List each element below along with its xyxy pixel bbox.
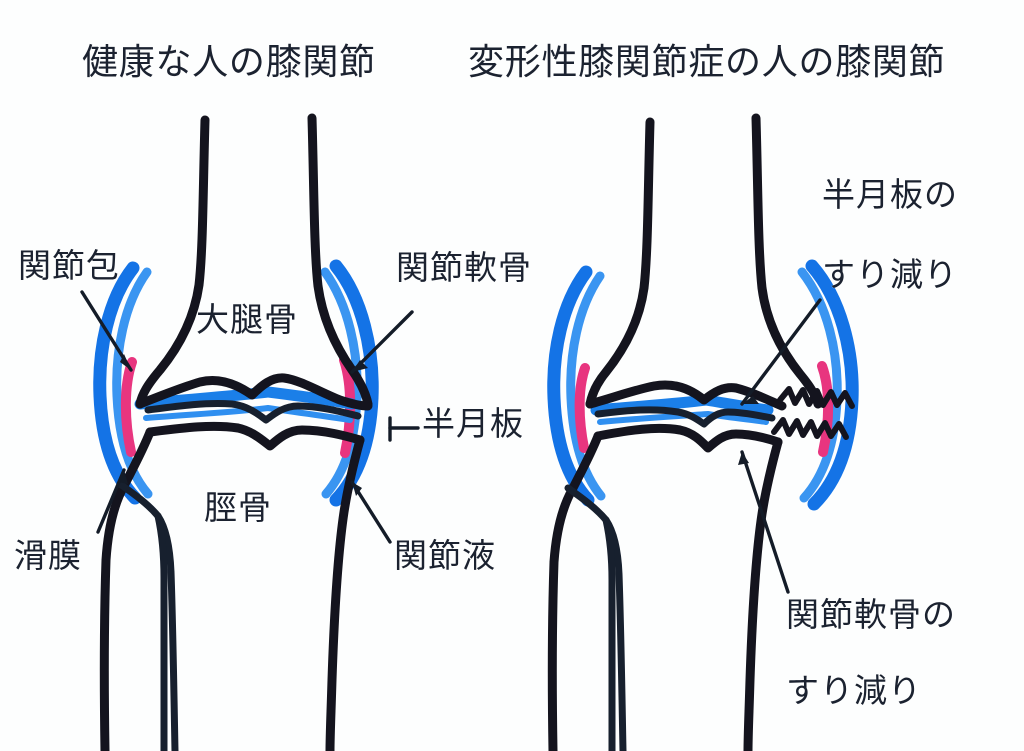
label-joint-capsule: 関節包 — [18, 249, 120, 285]
oa-fibula-shaft — [564, 484, 627, 751]
label-meniscus-wear-line1: 半月板の — [822, 178, 958, 214]
leader-meniscus-wear-arrowhead — [742, 396, 759, 404]
leader-meniscus-wear — [740, 298, 822, 406]
joint-capsule-left-arc — [93, 261, 142, 505]
label-tibia: 脛骨 — [204, 491, 272, 527]
oa-meniscus-remnant — [594, 406, 776, 428]
articular-cartilage-left — [120, 357, 137, 457]
oa-joint-fluid-band-lower — [597, 411, 769, 425]
fibula-shaft — [116, 480, 179, 751]
label-joint-fluid: 関節液 — [394, 539, 496, 575]
label-meniscus-wear-line2: すり減り — [822, 258, 958, 294]
osteoarthritis-knee-drawing — [547, 113, 859, 751]
leader-joint-fluid-arrowhead — [352, 482, 362, 496]
joint-fluid-band-upper — [134, 386, 358, 410]
panel-title-osteoarthritis: 変形性膝関節症の人の膝関節 — [468, 42, 946, 82]
label-synovial-membrane: 滑膜 — [14, 539, 82, 575]
leader-joint-capsule-arrowhead — [120, 354, 131, 370]
tibia-inner-line — [154, 512, 168, 751]
joint-fluid-band-lower — [143, 405, 353, 423]
femoral-condyles — [135, 373, 373, 411]
label-articular-cartilage: 関節軟骨 — [396, 251, 532, 287]
leader-synovial-membrane-arrowhead — [118, 470, 128, 484]
leader-cartilage-wear-arrowhead — [738, 452, 749, 465]
femur-shaft-right-line — [307, 113, 373, 409]
oa-bone-wear-zigzag-lower — [771, 417, 849, 440]
oa-articular-cartilage-right — [817, 361, 834, 457]
leader-cartilage-wear — [740, 450, 790, 594]
oa-tibia-inner-line — [602, 516, 616, 751]
tibia-shaft-right-line — [325, 435, 365, 751]
meniscus-upper-outline — [144, 399, 362, 424]
label-meniscus: 半月板 — [422, 407, 524, 443]
oa-femur-shaft-left-line — [585, 117, 655, 409]
label-cartilage-wear-line1: 関節軟骨の — [786, 598, 956, 634]
oa-tibia-shaft-left-line — [547, 431, 603, 751]
label-cartilage-wear-line2: すり減り — [786, 674, 922, 710]
joint-capsule-right-arc-inner — [320, 267, 362, 499]
leader-lines-oa — [738, 298, 822, 594]
leader-articular-cartilage-arrowhead — [352, 360, 368, 372]
tibia-shaft-left-line — [99, 427, 155, 751]
oa-joint-capsule-left-arc — [547, 265, 595, 507]
leader-lines-healthy — [80, 290, 420, 544]
label-femur: 大腿骨 — [196, 303, 298, 339]
oa-bone-wear-zigzag-upper — [777, 386, 855, 409]
panel-title-healthy: 健康な人の膝関節 — [82, 42, 376, 82]
femur-shaft-left-line — [135, 115, 210, 409]
oa-articular-cartilage-left — [574, 363, 590, 453]
tibial-plateau — [145, 421, 365, 451]
oa-tibia-shaft-right-line — [743, 437, 783, 751]
oa-tibial-plateau — [593, 423, 783, 453]
healthy-knee-drawing — [80, 113, 420, 751]
oa-femur-shaft-right-line — [751, 113, 823, 409]
